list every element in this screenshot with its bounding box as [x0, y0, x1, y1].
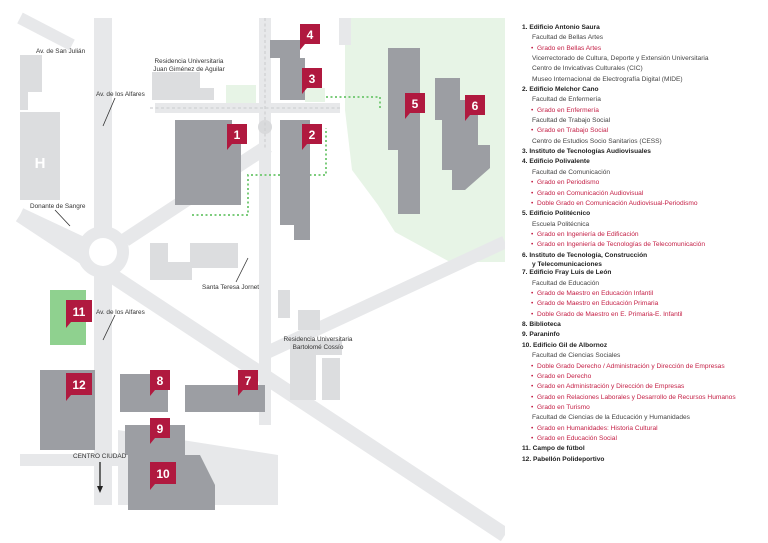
legend-program[interactable]: Grado en Comunicación Audiovisual [522, 189, 766, 200]
green-dotted-paths [192, 96, 381, 216]
legend-entry-title[interactable]: 5. Edificio Politécnico [522, 210, 591, 218]
marker-7[interactable]: 7 [238, 370, 258, 396]
svg-text:11: 11 [73, 305, 86, 319]
legend-program[interactable]: Grado en Bellas Artes [522, 44, 766, 55]
legend-entry-title-cont: y Telecomunicaciones [532, 260, 602, 268]
svg-text:10: 10 [156, 467, 170, 481]
legend-program[interactable]: Grado en Administración y Dirección de E… [522, 382, 766, 393]
legend-program[interactable]: Doble Grado de Maestro en E. Primaria-E.… [522, 310, 766, 321]
residence-label: Residencia Universitaria [155, 58, 224, 65]
marker-9[interactable]: 9 [150, 418, 170, 444]
legend-faculty: Museo Internacional de Electrografía Dig… [532, 75, 683, 83]
residence-label: Residencia Universitaria [284, 336, 353, 343]
legend-faculty: Facultad de Trabajo Social [532, 117, 611, 125]
legend-faculty: Escuela Politécnica [532, 220, 590, 228]
legend-entry-title[interactable]: 6. Instituto de Tecnología, Construcción [522, 251, 648, 259]
hospital-glyph: H [35, 155, 46, 172]
marker-11[interactable]: 11 [66, 300, 92, 328]
building-7 [185, 385, 265, 412]
legend-entry-title[interactable]: 9. Paraninfo [522, 331, 560, 339]
legend-entry-title[interactable]: 10. Edificio Gil de Albornoz [522, 341, 608, 349]
legend-program[interactable]: Grado en Derecho [522, 372, 766, 383]
legend-program[interactable]: Grado en Educación Social [522, 434, 766, 445]
legend-faculty: Vicerrectorado de Cultura, Deporte y Ext… [532, 55, 709, 63]
residence-label: Bartolomé Cossío [293, 344, 344, 351]
legend-entry-title[interactable]: 3. Instituto de Tecnologías Audiovisuale… [522, 148, 651, 156]
plaza-circle [258, 120, 272, 134]
svg-text:2: 2 [309, 128, 316, 142]
legend-program[interactable]: Grado en Humanidades: Historia Cultural [522, 424, 766, 435]
building-4 [270, 40, 300, 58]
legend-program[interactable]: Doble Grado en Comunicación Audiovisual-… [522, 199, 766, 210]
legend-entry-title[interactable]: 12. Pabellón Polideportivo [522, 455, 605, 463]
legend-program[interactable]: Doble Grado Derecho / Administración y D… [522, 362, 766, 373]
legend-program[interactable]: Grado en Relaciones Laborales y Desarrol… [522, 393, 766, 404]
legend-faculty: Facultad de Ciencias Sociales [532, 352, 621, 360]
legend-faculty: Facultad de Ciencias de la Educación y H… [532, 414, 690, 422]
legend-entry-title[interactable]: 2. Edificio Melchor Cano [522, 86, 599, 94]
svg-text:3: 3 [309, 72, 316, 86]
road-label: Av. de los Alfares [96, 91, 145, 98]
legend-faculty: Facultad de Comunicación [532, 168, 611, 176]
road-label: Donante de Sangre [30, 203, 86, 210]
legend-faculty: Facultad de Enfermería [532, 96, 601, 104]
svg-text:7: 7 [245, 374, 252, 388]
road-label: CENTRO CIUDAD [73, 453, 127, 460]
legend-faculty: Centro de Invicativas Culturales (CIC) [532, 65, 643, 73]
map-markers: 1 2 3 4 5 6 7 8 9 10 11 12 [66, 24, 485, 490]
road-label: Av. de los Alfares [96, 309, 145, 316]
legend-program[interactable]: Grado de Maestro en Educación Infantil [522, 289, 766, 300]
residence-label: Juan Giménez de Aguilar [153, 66, 225, 73]
svg-text:1: 1 [234, 128, 241, 142]
leader-lines [54, 97, 249, 341]
marker-3[interactable]: 3 [302, 68, 322, 94]
legend-program[interactable]: Grado en Ingeniería de Tecnologías de Te… [522, 240, 766, 251]
legend-program[interactable]: Grado en Ingeniería de Edificación [522, 230, 766, 241]
marker-1[interactable]: 1 [227, 124, 247, 150]
svg-text:4: 4 [307, 28, 314, 42]
marker-5[interactable]: 5 [405, 93, 425, 119]
legend-entry-title[interactable]: 8. Biblioteca [522, 321, 561, 329]
building-3 [280, 58, 305, 100]
legend-faculty: Facultad de Bellas Artes [532, 34, 604, 42]
marker-6[interactable]: 6 [465, 95, 485, 121]
legend-program[interactable]: Grado en Enfermería [522, 106, 766, 117]
legend-program[interactable]: Grado en Periodismo [522, 178, 766, 189]
legend-entry-title[interactable]: 1. Edificio Antonio Saura [522, 24, 600, 31]
marker-12[interactable]: 12 [66, 373, 92, 401]
roundabout-island [89, 238, 117, 266]
road-label: Av. de San Julián [36, 48, 86, 55]
svg-text:6: 6 [472, 99, 479, 113]
green-park-area [345, 18, 505, 262]
road-label: Santa Teresa Jornet [202, 284, 259, 291]
legend-program[interactable]: Grado de Maestro en Educación Primaria [522, 299, 766, 310]
marker-8[interactable]: 8 [150, 370, 170, 396]
legend-program[interactable]: Grado en Trabajo Social [522, 126, 766, 137]
building-1 [175, 120, 241, 205]
green-patch [226, 85, 256, 103]
hospital-block [20, 112, 60, 200]
campus-map: H Av. de San Julián Av. de los Alfares D… [15, 12, 505, 542]
svg-text:5: 5 [412, 97, 419, 111]
legend-faculty: Facultad de Educación [532, 279, 600, 287]
legend-entry-title[interactable]: 11. Campo de fútbol [522, 445, 585, 453]
dashed-paths [150, 18, 340, 150]
svg-text:8: 8 [157, 374, 164, 388]
marker-2[interactable]: 2 [302, 124, 322, 150]
legend-entry-title[interactable]: 4. Edificio Polivalente [522, 158, 590, 166]
svg-text:9: 9 [157, 422, 164, 436]
green-patch [305, 88, 325, 102]
building-2 [280, 120, 310, 240]
legend-entry-title[interactable]: 7. Edificio Fray Luis de León [522, 269, 612, 277]
svg-text:12: 12 [72, 378, 86, 392]
marker-10[interactable]: 10 [150, 462, 176, 490]
legend-program[interactable]: Grado en Turismo [522, 403, 766, 414]
legend-faculty: Centro de Estudios Socio Sanitarios (CES… [532, 137, 662, 145]
building-5 [388, 48, 420, 214]
city-center-arrowhead [97, 486, 103, 493]
marker-4[interactable]: 4 [300, 24, 320, 50]
